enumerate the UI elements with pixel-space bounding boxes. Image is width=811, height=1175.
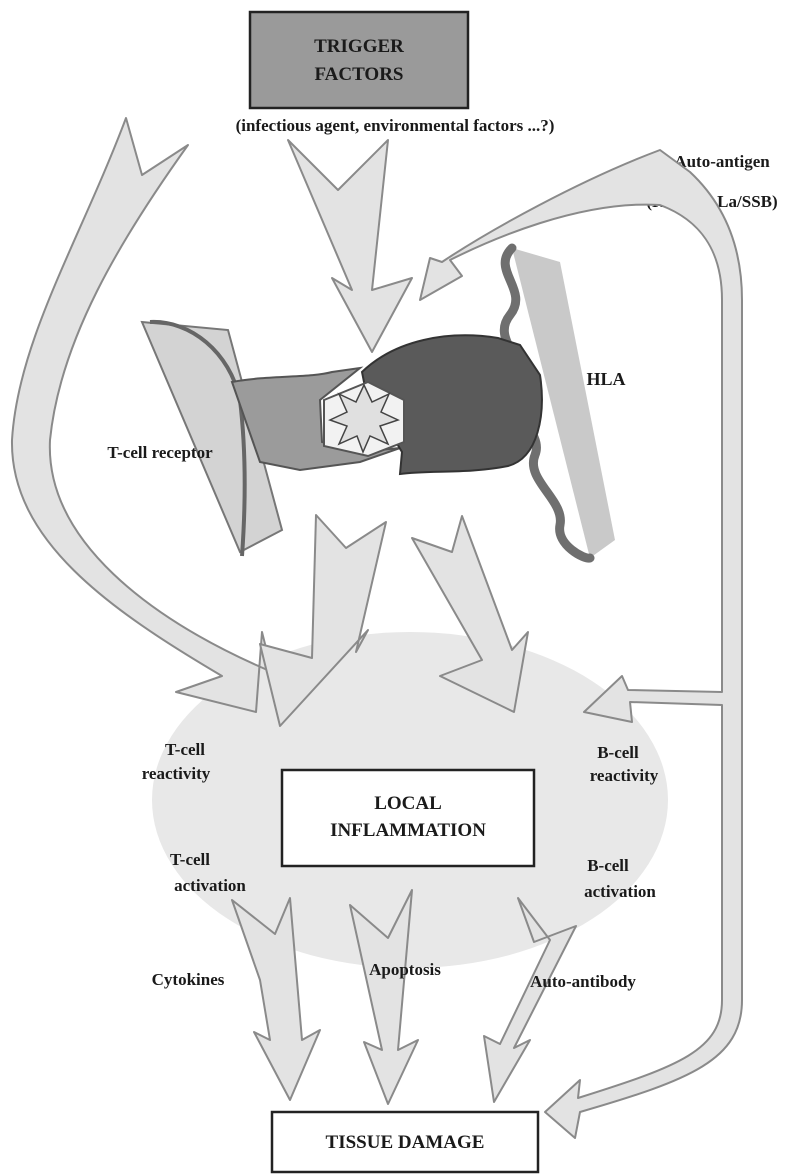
- tcell-activation-line1: T-cell: [170, 850, 210, 869]
- trigger-factors-subtitle: (infectious agent, environmental factors…: [236, 116, 555, 135]
- tissue-damage-label: TISSUE DAMAGE: [326, 1132, 485, 1153]
- bcell-activation-line2: activation: [584, 882, 656, 901]
- trigger-factors-box: TRIGGER FACTORS: [250, 12, 468, 108]
- local-inflammation-line2: INFLAMMATION: [330, 820, 486, 841]
- tcell-reactivity-line2: reactivity: [142, 764, 211, 783]
- tcell-activation-line2: activation: [174, 876, 246, 895]
- apoptosis-label: Apoptosis: [369, 960, 441, 979]
- hla-label: HLA: [586, 369, 625, 389]
- bcell-activation-line1: B-cell: [587, 856, 629, 875]
- auto-antigen-label: Auto-antigen: [674, 152, 770, 171]
- local-inflammation-line1: LOCAL: [374, 793, 442, 814]
- antigen-star-icon: [330, 385, 398, 452]
- tcell-reactivity-line1: T-cell: [165, 740, 205, 759]
- arrow-trigger-to-complex: [288, 140, 412, 352]
- trigger-factors-line2: FACTORS: [314, 64, 403, 85]
- trigger-factors-line1: TRIGGER: [314, 36, 404, 57]
- auto-antibody-label: Auto-antibody: [530, 972, 636, 991]
- bcell-reactivity-line1: B-cell: [597, 743, 639, 762]
- tissue-damage-box: TISSUE DAMAGE: [272, 1112, 538, 1172]
- tcell-receptor-label: T-cell receptor: [107, 443, 213, 462]
- cytokines-label: Cytokines: [152, 970, 225, 989]
- bcell-reactivity-line2: reactivity: [590, 766, 659, 785]
- local-inflammation-box: LOCAL INFLAMMATION: [282, 770, 534, 866]
